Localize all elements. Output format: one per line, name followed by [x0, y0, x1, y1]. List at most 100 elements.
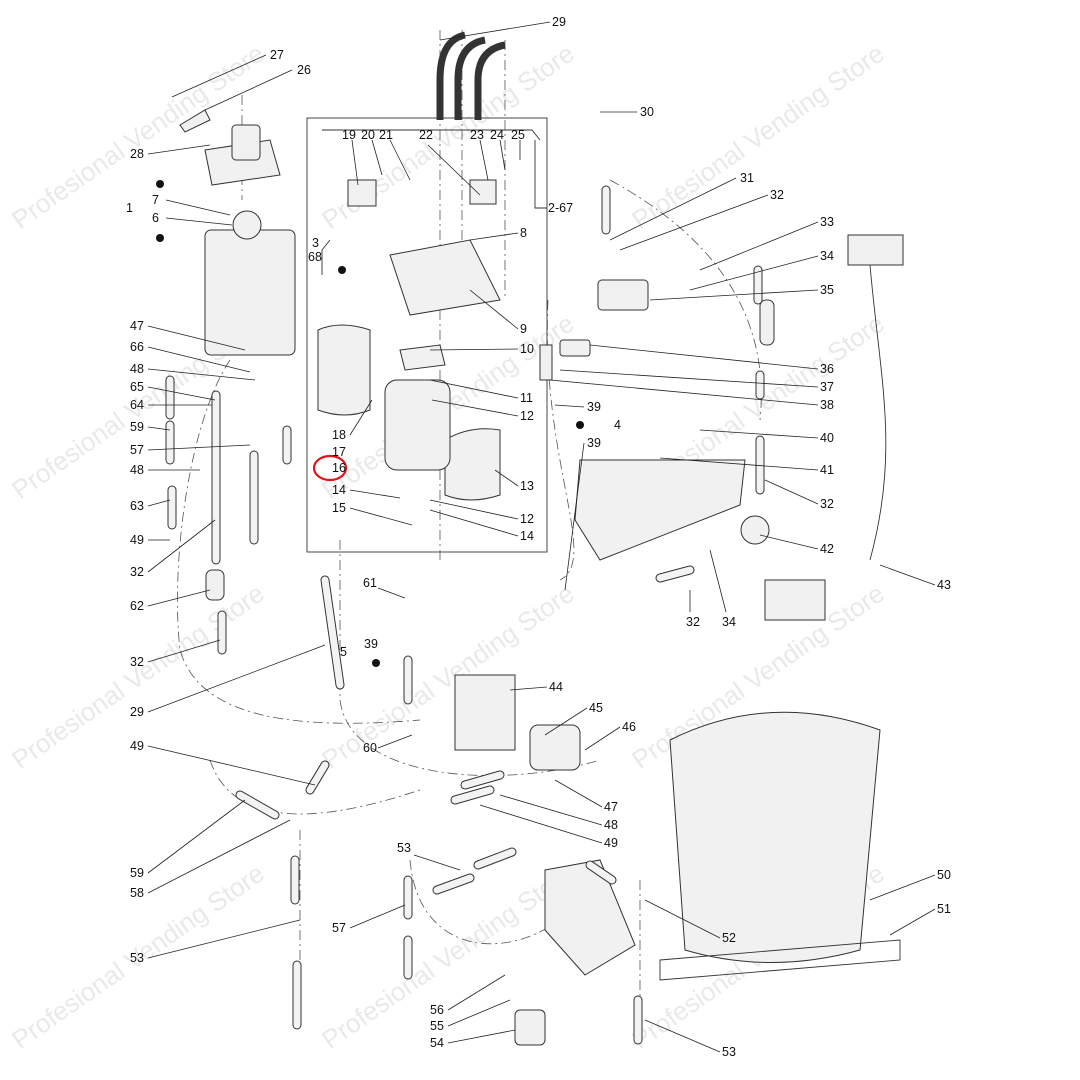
callout-label-50: 50 [937, 868, 951, 882]
callout-label-46: 46 [622, 720, 636, 734]
leader-line [371, 139, 383, 176]
leader-line [544, 707, 588, 736]
callout-label-24: 24 [490, 128, 504, 142]
leader-line [469, 289, 519, 330]
callout-label-28: 28 [130, 147, 144, 161]
callout-label-48: 48 [604, 818, 618, 832]
leader-line [147, 499, 171, 507]
leader-line [349, 399, 373, 436]
leader-line [549, 379, 819, 406]
callout-label-6: 6 [152, 211, 159, 225]
silicone-tube-29 [454, 36, 486, 120]
leader-line [589, 344, 819, 370]
callout-label-37: 37 [820, 380, 834, 394]
drip-bucket [669, 711, 881, 963]
leader-line [509, 686, 548, 691]
callout-label-57: 57 [332, 921, 346, 935]
leader-line [351, 139, 359, 186]
bracket-44 [454, 674, 516, 751]
filter [759, 299, 775, 346]
callout-label-51: 51 [937, 902, 951, 916]
callout-label-12: 12 [520, 409, 534, 423]
wiring-connectors [764, 579, 826, 621]
callout-label-3: 3 [312, 236, 319, 250]
leader-line [499, 794, 603, 826]
callout-label-39: 39 [364, 637, 378, 651]
callout-label-44: 44 [549, 680, 563, 694]
callout-label-36: 36 [820, 362, 834, 376]
leader-lines [147, 21, 936, 1053]
leader-line [764, 479, 819, 505]
leader-line [429, 509, 519, 537]
callout-label-56: 56 [430, 1003, 444, 1017]
solenoid-valve-block [389, 239, 501, 316]
leader-line [147, 386, 216, 401]
callout-label-63: 63 [130, 499, 144, 513]
leader-line [559, 369, 819, 388]
leader-line [389, 139, 411, 181]
callout-label-68: 68 [308, 250, 322, 264]
callout-label-32: 32 [820, 497, 834, 511]
leader-line [709, 549, 727, 613]
leader-line [447, 1029, 516, 1044]
leader-line [879, 564, 936, 586]
callout-label-49: 49 [604, 836, 618, 850]
callout-label-30: 30 [640, 105, 654, 119]
callout-label-32: 32 [770, 188, 784, 202]
leader-line [609, 177, 737, 241]
leader-line [584, 726, 621, 751]
callout-label-19: 19 [342, 128, 356, 142]
callout-label-39: 39 [587, 400, 601, 414]
callout-label-66: 66 [130, 340, 144, 354]
callout-label-52: 52 [722, 931, 736, 945]
tube [306, 761, 329, 794]
leader-line [699, 429, 819, 439]
leader-line [889, 908, 936, 936]
callout-label-49: 49 [130, 739, 144, 753]
callout-label-15: 15 [332, 501, 346, 515]
tube [461, 771, 504, 789]
pressure-switch [740, 515, 770, 545]
leader-line [147, 346, 251, 373]
callout-label-53: 53 [130, 951, 144, 965]
tube [236, 791, 279, 819]
leader-line [447, 999, 511, 1027]
callout-label-1: 1 [126, 201, 133, 215]
callout-label-65: 65 [130, 380, 144, 394]
callout-label-5: 5 [340, 645, 347, 659]
pump [597, 279, 649, 311]
leader-line [147, 799, 246, 874]
callout-label-42: 42 [820, 542, 834, 556]
leader-line [147, 819, 291, 894]
callout-label-48: 48 [130, 463, 144, 477]
callout-label-64: 64 [130, 398, 144, 412]
callout-label-45: 45 [589, 701, 603, 715]
leader-line [165, 199, 231, 216]
leader-line [499, 139, 506, 171]
leader-line [869, 874, 936, 901]
callout-label-18: 18 [332, 428, 346, 442]
callout-label-59: 59 [130, 866, 144, 880]
leader-line [349, 904, 406, 929]
bullets [156, 180, 584, 667]
callout-label-55: 55 [430, 1019, 444, 1033]
leader-line [619, 194, 769, 251]
callout-label-39: 39 [587, 436, 601, 450]
callout-label-53: 53 [397, 841, 411, 855]
callout-label-22: 22 [419, 128, 433, 142]
callout-label-20: 20 [361, 128, 375, 142]
leader-line [147, 519, 216, 573]
boiler [384, 379, 451, 471]
leader-line [644, 1019, 721, 1053]
leader-line [429, 379, 519, 399]
watermark-text: Profesional Vending Store [626, 38, 889, 235]
callout-label-13: 13 [520, 479, 534, 493]
callout-label-40: 40 [820, 431, 834, 445]
callout-label-59: 59 [130, 420, 144, 434]
leader-line [427, 144, 481, 196]
parts [165, 31, 904, 1046]
callout-label-34: 34 [820, 249, 834, 263]
callout-label-48: 48 [130, 362, 144, 376]
leader-line [699, 221, 819, 271]
